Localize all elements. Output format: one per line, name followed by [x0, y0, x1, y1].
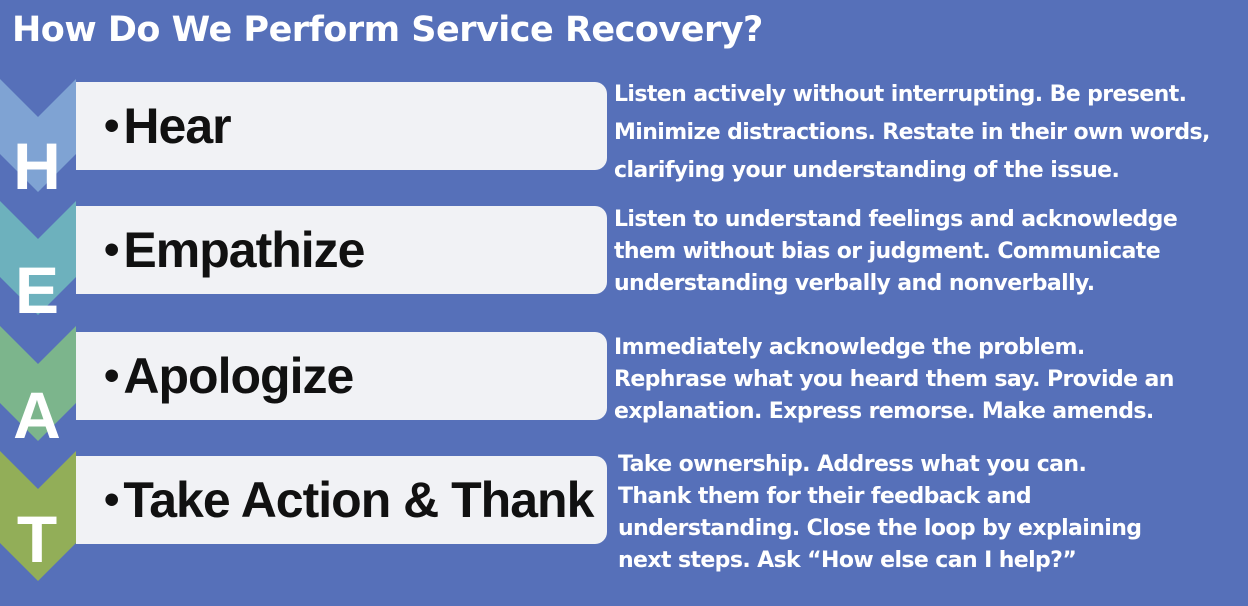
step-box-empathize: • Empathize: [76, 206, 607, 294]
description-line: them without bias or judgment. Communica…: [614, 239, 1161, 264]
step-label-empathize: Empathize: [123, 222, 365, 278]
step-description-hear: Listen actively without interrupting. Be…: [614, 76, 1244, 190]
chevron-e: [0, 201, 76, 315]
description-line: Immediately acknowledge the problem.: [614, 335, 1085, 360]
step-label-hear: Hear: [123, 98, 231, 154]
chevron-a: [0, 326, 76, 441]
chevron-t: [0, 451, 76, 581]
bullet: •: [104, 475, 120, 524]
step-description-take-action-thank: Take ownership. Address what you can. Th…: [618, 449, 1248, 577]
step-box-take-action-thank: • Take Action & Thank: [76, 456, 607, 544]
description-line: clarifying your understanding of the iss…: [614, 158, 1120, 183]
step-box-hear: • Hear: [76, 82, 607, 170]
description-line: Rephrase what you heard them say. Provid…: [614, 367, 1174, 392]
step-description-empathize: Listen to understand feelings and acknow…: [614, 204, 1244, 300]
description-line: explanation. Express remorse. Make amend…: [614, 399, 1154, 424]
page-title: How Do We Perform Service Recovery?: [12, 10, 763, 50]
step-box-apologize: • Apologize: [76, 332, 607, 420]
description-line: Listen to understand feelings and acknow…: [614, 207, 1178, 232]
description-line: Thank them for their feedback and: [618, 484, 1032, 509]
description-line: Take ownership. Address what you can.: [618, 452, 1087, 477]
step-label-take-action-thank: Take Action & Thank: [123, 472, 594, 528]
step-letter-a: A: [13, 378, 61, 452]
description-line: next steps. Ask “How else can I help?”: [618, 548, 1077, 573]
description-line: understanding verbally and nonverbally.: [614, 271, 1095, 296]
step-letter-t: T: [16, 502, 58, 576]
description-line: Minimize distractions. Restate in their …: [614, 120, 1210, 145]
step-description-apologize: Immediately acknowledge the problem. Rep…: [614, 332, 1244, 428]
step-letter-e: E: [14, 253, 60, 327]
bullet: •: [104, 225, 120, 274]
chevron-h: [0, 79, 76, 192]
bullet: •: [104, 101, 120, 150]
bullet: •: [104, 351, 120, 400]
description-line: Listen actively without interrupting. Be…: [614, 82, 1187, 107]
heat-chevron-column: [0, 79, 76, 581]
step-label-apologize: Apologize: [123, 348, 354, 404]
step-letter-h: H: [13, 129, 61, 203]
description-line: understanding. Close the loop by explain…: [618, 516, 1142, 541]
